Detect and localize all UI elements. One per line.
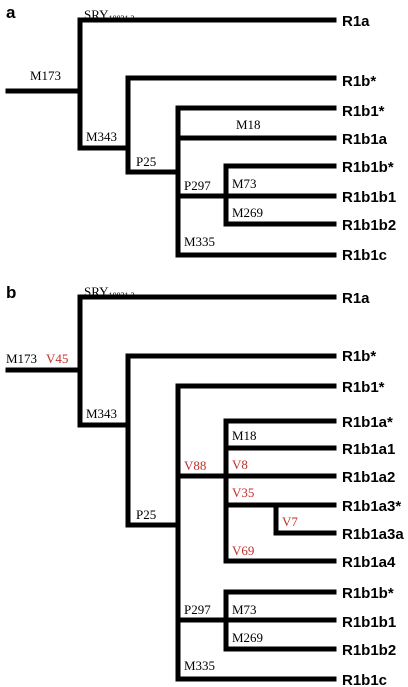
marker-sry-a-name: SRY xyxy=(84,7,109,22)
marker-p25-a: P25 xyxy=(136,154,156,169)
tip-r1b1a3-star-b: R1b1a3* xyxy=(342,498,401,515)
marker-m18-b: M18 xyxy=(232,428,257,443)
tip-r1b-star-a: R1b* xyxy=(342,73,376,90)
marker-m335-b: M335 xyxy=(184,658,215,673)
marker-p297-a: P297 xyxy=(184,178,211,193)
marker-m173-a: M173 xyxy=(30,68,61,83)
tip-r1b1b-star-a: R1b1b* xyxy=(342,159,394,176)
tip-r1b1b2-b: R1b1b2 xyxy=(342,642,396,659)
panel-a-label: a xyxy=(6,3,16,22)
tip-r1b1a-star-b: R1b1a* xyxy=(342,414,393,431)
marker-v8-b: V8 xyxy=(232,457,248,472)
marker-sry-b-name: SRY xyxy=(84,284,109,299)
tip-r1b1b1-a: R1b1b1 xyxy=(342,189,396,206)
tip-r1b1a4-b: R1b1a4 xyxy=(342,554,396,571)
tip-r1a-a: R1a xyxy=(342,13,370,30)
panel-b-label: b xyxy=(6,283,16,302)
marker-m73-b: M73 xyxy=(232,602,257,617)
tip-r1b1a1-b: R1b1a1 xyxy=(342,441,395,458)
marker-sry-a: SRY10831.2 xyxy=(84,7,135,23)
marker-m343-a: M343 xyxy=(86,129,117,144)
tip-r1b1b-star-b: R1b1b* xyxy=(342,585,394,602)
marker-v35-b: V35 xyxy=(232,485,254,500)
marker-sry-b-sub: 10831.2 xyxy=(109,291,135,300)
marker-m73-a: M73 xyxy=(232,176,257,191)
marker-m335-a: M335 xyxy=(184,234,215,249)
tip-r1b1a3a-b: R1b1a3a xyxy=(342,526,404,543)
tip-r1b1-star-b: R1b1* xyxy=(342,379,385,396)
tip-r1b1b1-b: R1b1b1 xyxy=(342,614,396,631)
marker-m343-b: M343 xyxy=(86,406,117,421)
tip-r1b1a2-b: R1b1a2 xyxy=(342,469,395,486)
marker-v45-b: V45 xyxy=(46,351,68,366)
marker-v69-b: V69 xyxy=(232,543,254,558)
marker-m269-a: M269 xyxy=(232,205,263,220)
tip-r1b-star-b: R1b* xyxy=(342,348,376,365)
marker-sry-b: SRY10831.2 xyxy=(84,284,135,300)
marker-m269-b: M269 xyxy=(232,630,263,645)
marker-sry-a-sub: 10831.2 xyxy=(109,14,135,23)
tree-branches xyxy=(5,17,337,682)
tip-r1a-b: R1a xyxy=(342,290,370,307)
tip-r1b1b2-a: R1b1b2 xyxy=(342,217,396,234)
marker-m18-a: M18 xyxy=(236,117,261,132)
marker-m173-b: M173 xyxy=(6,351,37,366)
tip-r1b1-star-a: R1b1* xyxy=(342,103,385,120)
tip-r1b1c-a: R1b1c xyxy=(342,247,387,264)
tip-r1b1c-b: R1b1c xyxy=(342,672,387,687)
marker-v7-b: V7 xyxy=(282,514,298,529)
marker-v88-b: V88 xyxy=(184,458,206,473)
marker-p297-b: P297 xyxy=(184,602,211,617)
marker-p25-b: P25 xyxy=(136,507,156,522)
tip-r1b1a-a: R1b1a xyxy=(342,131,388,148)
